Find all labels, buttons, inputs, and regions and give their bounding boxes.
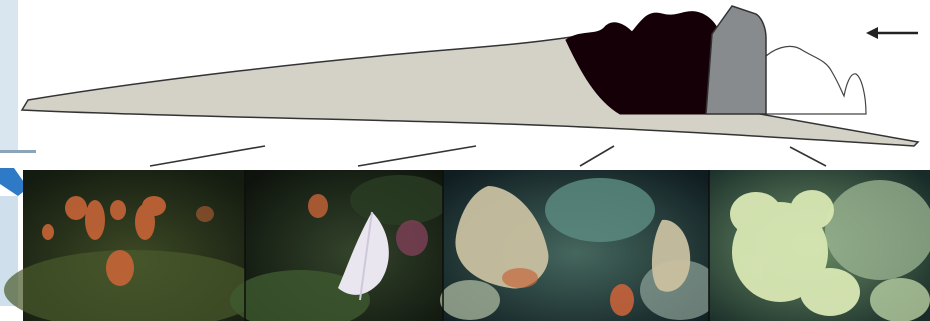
photo-panel-4 <box>709 170 930 321</box>
photo-panel-1 <box>4 170 264 321</box>
current-direction-arrow <box>866 27 918 39</box>
left-edge-rule <box>0 150 36 153</box>
connector-line-4 <box>790 147 826 166</box>
photo-strip <box>4 170 930 321</box>
connector-line-1 <box>150 146 265 166</box>
left-edge-panel <box>0 0 18 153</box>
orange-coral <box>610 284 634 316</box>
reef-profile <box>22 6 918 146</box>
photo-panel-2 <box>230 170 450 321</box>
orange-coral <box>308 194 328 218</box>
photo-panel-3 <box>440 170 720 321</box>
live-coral-outline <box>760 46 866 114</box>
rock-block <box>706 6 766 114</box>
connector-line-2 <box>358 146 476 166</box>
purple-coral <box>396 220 428 256</box>
connector-lines <box>150 146 826 166</box>
connector-line-3 <box>580 146 614 166</box>
